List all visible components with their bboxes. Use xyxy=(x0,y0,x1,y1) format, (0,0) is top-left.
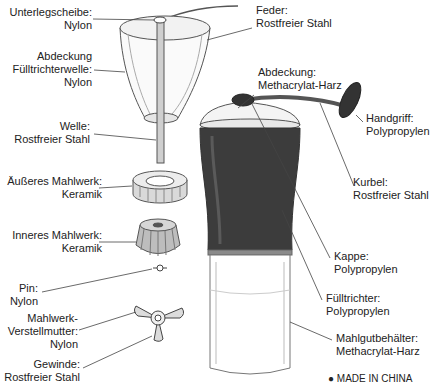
leader-line xyxy=(320,103,354,186)
part-label: Inneres Mahlwerk: Keramik xyxy=(2,229,102,255)
leader-line xyxy=(238,95,254,108)
leader-line xyxy=(42,269,152,292)
leader-line xyxy=(83,336,152,368)
leader-line xyxy=(99,186,132,188)
shaft xyxy=(157,18,164,163)
leader-line xyxy=(99,242,136,243)
pin xyxy=(157,265,163,271)
part-label: Pin: Nylon xyxy=(3,282,38,308)
adjustment-nut xyxy=(151,311,165,325)
top-cover xyxy=(200,102,300,131)
origin-note: ● MADE IN CHINA xyxy=(328,372,428,385)
hopper-body xyxy=(200,128,300,250)
inner-burr xyxy=(153,223,163,227)
grounds-container xyxy=(216,262,284,364)
leader-line xyxy=(79,312,136,330)
body-ring xyxy=(208,250,292,255)
part-label: Mahlwerk-Verstellmutter: Nylon xyxy=(2,312,78,351)
inner-burr xyxy=(140,219,176,231)
part-label: Fülltrichter: Polypropylen xyxy=(326,292,396,318)
inner-burr xyxy=(136,219,180,256)
leader-line xyxy=(94,70,125,72)
outer-burr xyxy=(140,186,180,203)
adjustment-nut xyxy=(155,315,161,321)
hopper-body xyxy=(212,136,220,244)
leader-line xyxy=(356,115,363,122)
leader-line xyxy=(282,210,322,300)
pin xyxy=(153,265,167,271)
part-label: Abdeckung: Methacrylat-Harz xyxy=(258,66,358,92)
body-ring xyxy=(208,250,292,255)
part-label: Welle: Rostfreier Stahl xyxy=(12,120,90,146)
outer-burr xyxy=(133,171,187,189)
part-label: Äußeres Mahlwerk: Keramik xyxy=(2,175,102,201)
hopper-shaft-cover xyxy=(172,34,202,114)
leader-line xyxy=(252,104,330,258)
leader-line xyxy=(93,19,154,20)
leader-line xyxy=(207,28,252,40)
grounds-container xyxy=(210,255,290,374)
part-label: Mahlgutbehälter: Methacrylat-Harz xyxy=(336,332,428,358)
washer xyxy=(154,17,166,23)
part-label: Gewinde: Rostfreier Stahl xyxy=(2,358,80,384)
washer xyxy=(154,17,166,23)
part-label: Handgriff: Polypropylen xyxy=(366,112,430,138)
outer-burr xyxy=(133,171,187,203)
outer-burr xyxy=(146,176,174,186)
part-label: Feder: Rostfreier Stahl xyxy=(256,4,334,30)
leader-line xyxy=(290,322,332,340)
part-label: Unterlegscheibe: Nylon xyxy=(2,6,92,32)
part-label: Abdeckung Fülltrichterwelle: Nylon xyxy=(2,50,92,89)
grounds-container xyxy=(210,255,290,374)
part-label: Kappe: Polypropylen xyxy=(334,250,404,276)
hopper-shaft-cover xyxy=(120,28,210,118)
shaft xyxy=(157,18,164,163)
hopper-shaft-cover xyxy=(120,16,210,123)
part-label: Kurbel: Rostfreier Stahl xyxy=(353,176,431,202)
adjustment-nut xyxy=(134,306,183,341)
inner-burr xyxy=(141,229,175,256)
leader-line xyxy=(94,134,156,140)
hopper-body xyxy=(200,128,300,250)
grounds-container xyxy=(210,290,290,294)
hopper-shaft-cover xyxy=(128,34,150,114)
